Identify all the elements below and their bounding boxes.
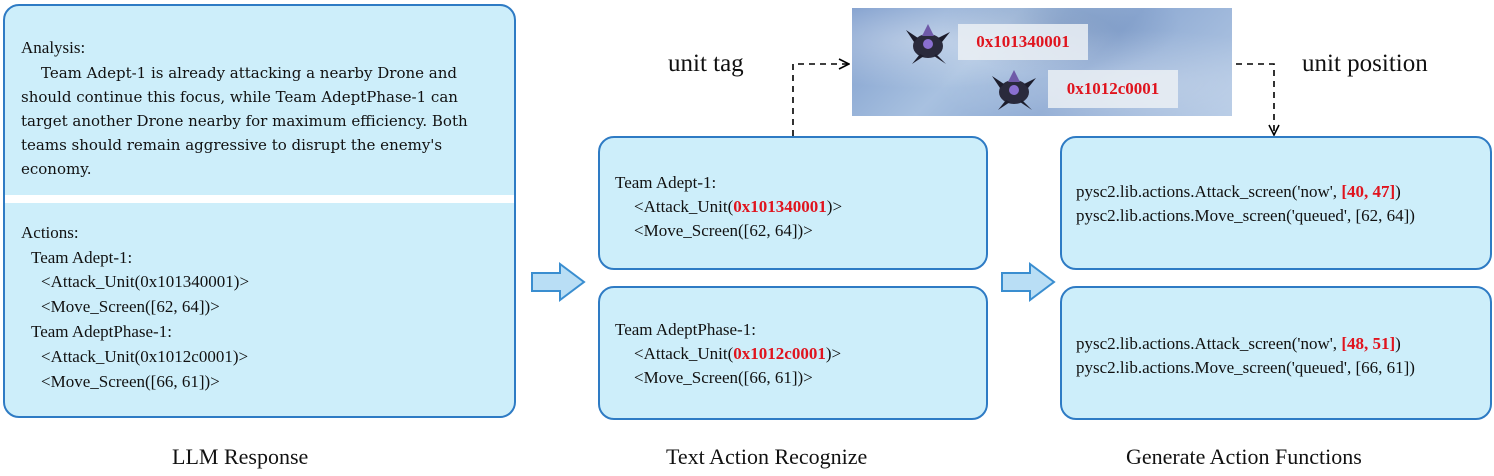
game-screenshot: 0x101340001 0x1012c0001 bbox=[852, 8, 1232, 116]
llm-team2-attack: <Attack_Unit(0x1012c0001)> bbox=[41, 347, 249, 366]
recognize-team2-name: Team AdeptPhase-1: bbox=[615, 320, 756, 339]
caption-text-action-recognize: Text Action Recognize bbox=[666, 444, 868, 469]
unit-position-highlight: [48, 51] bbox=[1341, 334, 1396, 353]
analysis-actions-divider bbox=[5, 195, 514, 203]
llm-team2-name: Team AdeptPhase-1: bbox=[31, 322, 172, 341]
function2-move: pysc2.lib.actions.Move_screen('queued', … bbox=[1076, 358, 1415, 377]
llm-team1-move: <Move_Screen([62, 64])> bbox=[41, 297, 220, 316]
analysis-title: Analysis: bbox=[21, 38, 86, 57]
function1-attack: pysc2.lib.actions.Attack_screen('now', [… bbox=[1076, 180, 1401, 204]
analysis-text: Team Adept-1 is already attacking a near… bbox=[21, 64, 468, 178]
unit-position-connector bbox=[1236, 63, 1274, 134]
attack-prefix: pysc2.lib.actions.Attack_screen('now', bbox=[1076, 334, 1342, 353]
llm-team1-attack: <Attack_Unit(0x101340001)> bbox=[41, 272, 250, 291]
unit-tag-connector bbox=[792, 64, 848, 136]
adept-unit-icon bbox=[992, 70, 1036, 110]
function1-move: pysc2.lib.actions.Move_screen('queued', … bbox=[1076, 206, 1415, 225]
recognize-team2-attack: <Attack_Unit(0x1012c0001)> bbox=[634, 342, 841, 366]
recognize-team1-move: <Move_Screen([62, 64])> bbox=[634, 221, 813, 240]
functions-panel-team2: pysc2.lib.actions.Attack_screen('now', [… bbox=[1060, 286, 1492, 420]
adept-unit-icon bbox=[906, 24, 950, 64]
attack-prefix: <Attack_Unit( bbox=[634, 197, 734, 216]
caption-llm-response: LLM Response bbox=[172, 444, 309, 469]
recognize-panel-team1: Team Adept-1: <Attack_Unit(0x101340001)>… bbox=[598, 136, 988, 270]
function2-attack: pysc2.lib.actions.Attack_screen('now', [… bbox=[1076, 332, 1401, 356]
unit-tag-label-1: 0x101340001 bbox=[958, 24, 1088, 60]
functions-panel-team1: pysc2.lib.actions.Attack_screen('now', [… bbox=[1060, 136, 1492, 270]
llm-response-panel: Analysis: Team Adept-1 is already attack… bbox=[3, 4, 516, 418]
recognize-team2-move: <Move_Screen([66, 61])> bbox=[634, 368, 813, 387]
recognize-panel-team2: Team AdeptPhase-1: <Attack_Unit(0x1012c0… bbox=[598, 286, 988, 420]
unit-tag-label: unit tag bbox=[668, 50, 744, 77]
unit-tag-highlight: 0x101340001 bbox=[733, 197, 827, 216]
attack-suffix: ) bbox=[1395, 334, 1401, 353]
flow-arrow-icon bbox=[1001, 262, 1056, 302]
actions-title: Actions: bbox=[21, 223, 79, 242]
unit-tag-label-2: 0x1012c0001 bbox=[1048, 70, 1178, 108]
llm-team1-name: Team Adept-1: bbox=[31, 248, 133, 267]
unit-position-label: unit position bbox=[1302, 50, 1428, 77]
attack-prefix: <Attack_Unit( bbox=[634, 344, 734, 363]
recognize-team1-attack: <Attack_Unit(0x101340001)> bbox=[634, 195, 842, 219]
attack-suffix: )> bbox=[825, 344, 842, 363]
unit-tag-highlight: 0x1012c0001 bbox=[733, 344, 826, 363]
llm-team2-move: <Move_Screen([66, 61])> bbox=[41, 372, 220, 391]
unit-position-highlight: [40, 47] bbox=[1341, 182, 1396, 201]
attack-suffix: ) bbox=[1395, 182, 1401, 201]
attack-prefix: pysc2.lib.actions.Attack_screen('now', bbox=[1076, 182, 1342, 201]
attack-suffix: )> bbox=[826, 197, 843, 216]
recognize-team1-name: Team Adept-1: bbox=[615, 173, 717, 192]
caption-generate-action-functions: Generate Action Functions bbox=[1126, 444, 1362, 469]
flow-arrow-icon bbox=[531, 262, 586, 302]
